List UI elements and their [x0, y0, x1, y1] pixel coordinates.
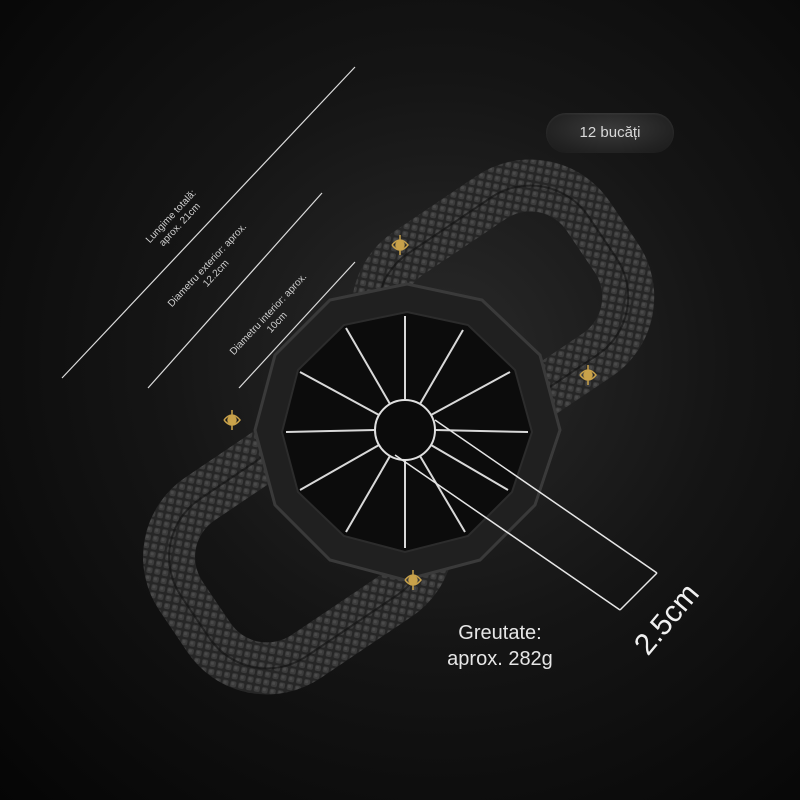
core-ring: [374, 399, 436, 461]
inner-diameter-line: [238, 261, 356, 389]
weight-label: Greutate: aprox. 282g: [425, 620, 575, 672]
total-length-line: [61, 66, 356, 379]
piece-count-badge: 12 bucăți: [546, 113, 674, 153]
outer-diameter-line: [147, 192, 323, 389]
blades: [285, 316, 529, 548]
gold-floral-accents: [223, 235, 597, 590]
core-dimension-bracket: [394, 419, 658, 611]
weight-label-line1: Greutate:: [458, 622, 542, 644]
weight-label-line2: aprox. 282g: [447, 648, 553, 670]
